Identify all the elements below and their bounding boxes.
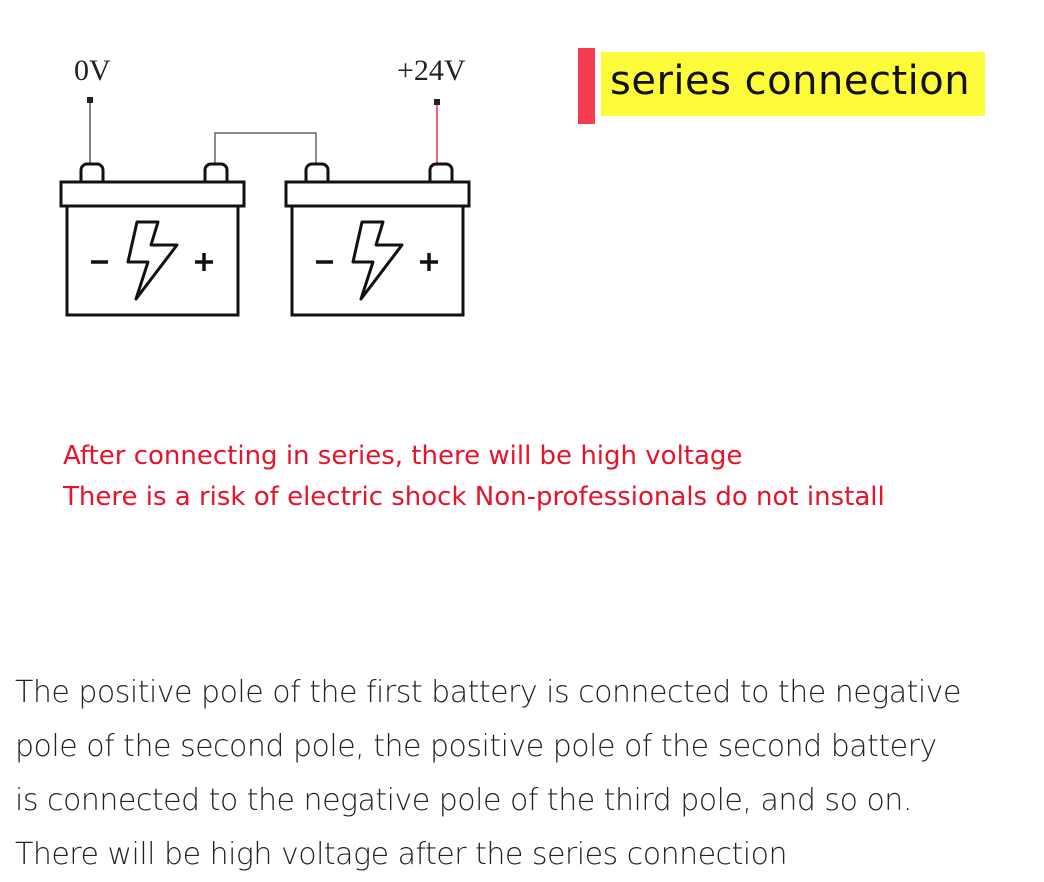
battery-1-negative-post [79,162,105,182]
title-accent-bar [578,48,595,124]
battery-2 [284,162,471,317]
battery-1-positive-post [203,162,229,182]
negative-terminal-connector [87,97,93,103]
title-text: series connection [610,58,971,104]
zero-volt-label: 0V [74,54,111,87]
plus-24v-label: +24V [397,54,466,87]
description-line: There will be high voltage after the ser… [15,837,788,872]
battery-2-negative-post [304,162,330,182]
warning-notice: After connecting in series, there will b… [63,436,885,518]
warning-line: There is a risk of electric shock Non-pr… [63,482,885,512]
battery-2-lightning-icon [351,220,404,301]
battery-1-lid [59,180,246,208]
series-connection-diagram: 0V +24V [59,54,471,317]
description-line: pole of the second pole, the positive po… [15,729,937,764]
description-paragraph: The positive pole of the first battery i… [15,666,961,882]
title-highlight [601,52,985,116]
positive-terminal-connector [434,99,440,105]
warning-line: After connecting in series, there will b… [63,441,743,471]
battery-2-lid [284,180,471,208]
battery-1-lightning-icon [126,220,179,301]
battery-1 [59,162,246,317]
jumper-wire [214,132,317,165]
description-line: The positive pole of the first battery i… [15,675,961,710]
battery-2-positive-post [428,162,454,182]
description-line: is connected to the negative pole of the… [15,783,912,818]
